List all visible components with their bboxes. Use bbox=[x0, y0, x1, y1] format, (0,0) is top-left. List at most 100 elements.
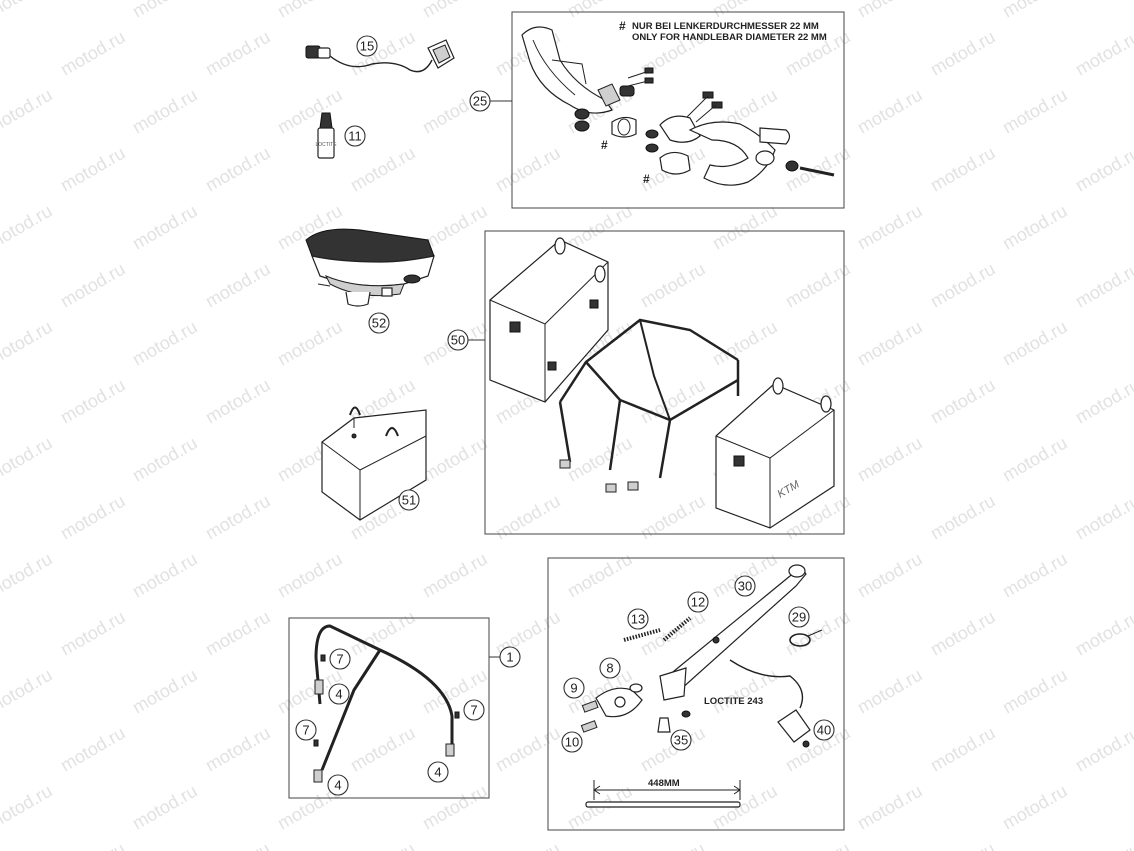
svg-text:8: 8 bbox=[606, 661, 613, 676]
svg-text:50: 50 bbox=[451, 333, 465, 348]
watermark-text: motod.ru bbox=[0, 665, 56, 718]
svg-text:35: 35 bbox=[674, 733, 688, 748]
watermark-text: motod.ru bbox=[782, 839, 854, 851]
watermark-text: motod.ru bbox=[419, 549, 491, 602]
note-line-2: ONLY FOR HANDLEBAR DIAMETER 22 MM bbox=[632, 32, 827, 43]
watermark-text: motod.ru bbox=[927, 723, 999, 776]
svg-text:4: 4 bbox=[335, 687, 342, 702]
note-line-1: NUR BEI LENKERDURCHMESSER 22 MM bbox=[632, 21, 819, 32]
callout-35: 35 bbox=[670, 729, 692, 751]
watermark-text: motod.ru bbox=[129, 317, 201, 370]
watermark-text: motod.ru bbox=[57, 375, 129, 428]
watermark-text: motod.ru bbox=[0, 781, 56, 834]
watermark-text: motod.ru bbox=[57, 839, 129, 851]
sidestand-part bbox=[659, 564, 807, 701]
watermark-text: motod.ru bbox=[927, 259, 999, 312]
bracket-8-part bbox=[595, 683, 643, 718]
handguard-note: # NUR BEI LENKERDURCHMESSER 22 MM ONLY F… bbox=[619, 19, 827, 43]
svg-text:9: 9 bbox=[570, 681, 577, 696]
indicator-light-part bbox=[305, 39, 455, 73]
svg-text:7: 7 bbox=[302, 723, 309, 738]
svg-text:7: 7 bbox=[470, 703, 477, 718]
watermark-text: motod.ru bbox=[564, 549, 636, 602]
watermark-text: motod.ru bbox=[709, 317, 781, 370]
callout-9: 9 bbox=[563, 677, 585, 699]
hash-symbol-2: # bbox=[601, 138, 608, 152]
frame-panel bbox=[288, 617, 490, 799]
watermark-text: motod.ru bbox=[492, 839, 564, 851]
watermark-text: motod.ru bbox=[202, 491, 274, 544]
watermark-text: motod.ru bbox=[927, 839, 999, 851]
watermark-text: motod.ru bbox=[999, 781, 1071, 834]
sidestand-panel bbox=[547, 557, 845, 831]
svg-text:30: 30 bbox=[738, 579, 752, 594]
bolt-10-part bbox=[580, 720, 598, 733]
watermark-text: motod.ru bbox=[854, 317, 926, 370]
svg-text:4: 4 bbox=[334, 778, 341, 793]
panniers-panel bbox=[484, 230, 845, 535]
watermark-text: motod.ru bbox=[202, 607, 274, 660]
watermark-text: motod.ru bbox=[129, 665, 201, 718]
svg-text:11: 11 bbox=[348, 129, 362, 144]
seat-part bbox=[305, 228, 435, 307]
watermark-text: motod.ru bbox=[274, 317, 346, 370]
callout-12: 12 bbox=[687, 591, 709, 613]
callout-50: 50 bbox=[447, 329, 469, 351]
watermark-text: motod.ru bbox=[999, 317, 1071, 370]
bolt-9-part bbox=[581, 700, 599, 713]
sidestand-switch-part bbox=[729, 659, 811, 748]
callout-4b: 4 bbox=[327, 774, 349, 796]
watermark-text: motod.ru bbox=[927, 27, 999, 80]
watermark-text: motod.ru bbox=[274, 85, 346, 138]
rod-length-label: 448MM bbox=[648, 778, 680, 789]
svg-text:1: 1 bbox=[506, 650, 513, 665]
watermark-text: motod.ru bbox=[854, 201, 926, 254]
watermark-text: motod.ru bbox=[854, 665, 926, 718]
callout-11: 11 bbox=[344, 125, 366, 147]
watermark-text: motod.ru bbox=[999, 0, 1071, 21]
callout-4c: 4 bbox=[427, 761, 449, 783]
watermark-text: motod.ru bbox=[0, 317, 56, 370]
svg-text:51: 51 bbox=[402, 493, 416, 508]
watermark-text: motod.ru bbox=[57, 491, 129, 544]
frame-part bbox=[313, 624, 460, 783]
bottle-label: LOCTITE bbox=[315, 142, 337, 148]
handguard-right-part bbox=[645, 91, 835, 186]
watermark-text: motod.ru bbox=[999, 85, 1071, 138]
watermark-text: motod.ru bbox=[854, 781, 926, 834]
watermark-text: motod.ru bbox=[927, 143, 999, 196]
watermark-text: motod.ru bbox=[854, 433, 926, 486]
watermark-text: motod.ru bbox=[0, 85, 56, 138]
watermark-text: motod.ru bbox=[1072, 259, 1134, 312]
watermark-text: motod.ru bbox=[0, 549, 56, 602]
watermark-text: motod.ru bbox=[492, 491, 564, 544]
watermark-text: motod.ru bbox=[129, 201, 201, 254]
watermark-text: motod.ru bbox=[854, 549, 926, 602]
callout-29: 29 bbox=[788, 606, 810, 628]
watermark-text: motod.ru bbox=[637, 723, 709, 776]
watermark-text: motod.ru bbox=[999, 665, 1071, 718]
watermark-text: motod.ru bbox=[709, 201, 781, 254]
watermark-text: motod.ru bbox=[854, 85, 926, 138]
svg-text:15: 15 bbox=[360, 39, 374, 54]
watermark-text: motod.ru bbox=[564, 433, 636, 486]
watermark-text: motod.ru bbox=[1072, 491, 1134, 544]
callout-30: 30 bbox=[734, 575, 756, 597]
watermark-text: motod.ru bbox=[202, 375, 274, 428]
callout-52: 52 bbox=[368, 312, 390, 334]
watermark-text: motod.ru bbox=[202, 27, 274, 80]
spring-12-part bbox=[662, 616, 692, 642]
callout-10: 10 bbox=[561, 731, 583, 753]
handguard-panel bbox=[511, 11, 845, 209]
watermark-text: motod.ru bbox=[347, 143, 419, 196]
watermark-text: motod.ru bbox=[1072, 375, 1134, 428]
hash-symbol-3: # bbox=[643, 172, 650, 186]
watermark-text: motod.ru bbox=[202, 259, 274, 312]
svg-text:25: 25 bbox=[473, 94, 487, 109]
callout-51: 51 bbox=[398, 489, 420, 511]
callout-7b: 7 bbox=[295, 719, 317, 741]
watermark-text: motod.ru bbox=[202, 839, 274, 851]
svg-text:12: 12 bbox=[691, 595, 705, 610]
